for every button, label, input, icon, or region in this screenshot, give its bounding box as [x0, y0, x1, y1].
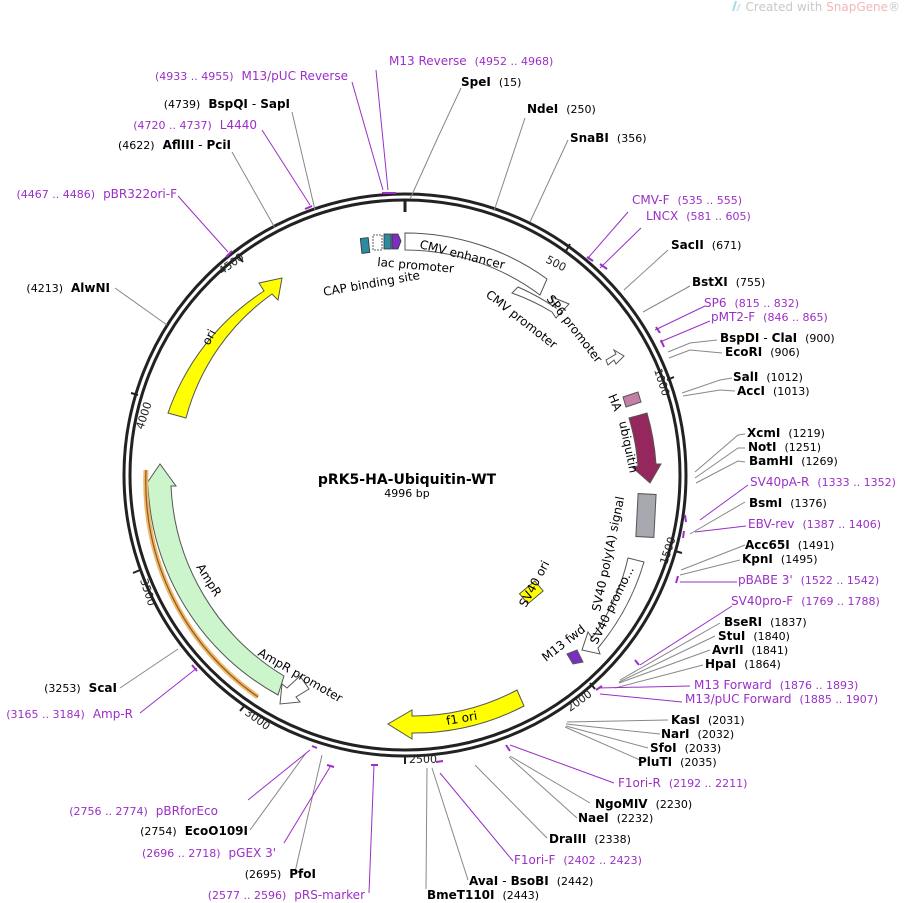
enzyme-label-sfoi: SfoI(2033)	[650, 741, 721, 755]
lac-promoter-mark	[372, 234, 383, 251]
enzyme-label-acci: AccI(1013)	[737, 384, 810, 398]
enzyme-label-avrii: AvrII(1841)	[712, 643, 788, 657]
enzyme-label-kpni: KpnI(1495)	[742, 552, 817, 566]
primer-marks	[191, 192, 687, 768]
enzyme-label-bspdi-clai: BspDI-ClaI(900)	[720, 331, 835, 345]
enzyme-label-avai-bsobi: AvaI-BsoBI(2442)	[469, 874, 593, 888]
snapgene-watermark: Created with SnapGene®	[730, 0, 900, 14]
enzyme-label-ndei: NdeI(250)	[527, 102, 596, 116]
enzyme-leader-lines	[114, 87, 746, 890]
cap-binding-site-mark	[359, 237, 371, 254]
ampr-arrow[interactable]	[144, 463, 285, 696]
ori-arrow[interactable]	[167, 277, 283, 419]
cmv-enhancer-arrow[interactable]	[404, 232, 548, 296]
watermark-prefix: Created with	[745, 0, 827, 14]
ubiquitin-arrow[interactable]	[628, 412, 662, 484]
sv40-promoter-arrow[interactable]	[581, 557, 645, 655]
enzyme-label-pfoi: (2695)PfoI	[245, 867, 316, 881]
enzyme-label-bseri: BseRI(1837)	[724, 615, 807, 629]
primer-label-f1ori-r: F1ori-R(2192 .. 2211)	[618, 776, 747, 790]
tick-label-3500: 3500	[137, 577, 158, 608]
enzyme-label-nari: NarI(2032)	[661, 727, 734, 741]
enzyme-label-hpai: HpaI(1864)	[705, 657, 781, 671]
ampr-highlight-line	[145, 469, 259, 698]
primer-label-sv40pa-r: SV40pA-R(1333 .. 1352)	[750, 475, 896, 489]
primer-label-pbrforeco: (2756 .. 2774)pBRforEco	[69, 804, 218, 818]
plasmid-length: 4996 bp	[384, 487, 429, 500]
enzyme-label-afliii-pcii: (4622)AflIII-PciI	[118, 138, 231, 152]
sv40-polya-box[interactable]	[635, 493, 657, 538]
enzyme-label-acc65i: Acc65I(1491)	[745, 538, 834, 552]
enzyme-label-bsmi: BsmI(1376)	[749, 496, 827, 510]
primer-label-m13-forward: M13 Forward(1876 .. 1893)	[694, 678, 858, 692]
primer-label-m13-puc-forward: M13/pUC Forward(1885 .. 1907)	[685, 692, 878, 706]
ha-tag-mark[interactable]	[622, 391, 642, 408]
enzyme-label-snabi: SnaBI(356)	[570, 131, 647, 145]
snapgene-logo-icon	[731, 1, 741, 11]
primer-label-prs-marker: (2577 .. 2596)pRS-marker	[208, 888, 365, 902]
enzyme-label-spei: SpeI(15)	[461, 75, 521, 89]
sp6-promoter-arrow[interactable]	[605, 348, 625, 366]
enzyme-label-draiii: DraIII(2338)	[549, 832, 631, 846]
enzyme-label-pluti: PluTI(2035)	[638, 755, 717, 769]
primer-label-f1ori-f: F1ori-F(2402 .. 2423)	[514, 853, 642, 867]
f1-ori-arrow[interactable]	[387, 689, 525, 740]
enzyme-label-ngomiv: NgoMIV(2230)	[595, 797, 692, 811]
cap-arrow-mark	[391, 233, 402, 250]
enzyme-label-noti: NotI(1251)	[748, 440, 821, 454]
m13-fwd-mark[interactable]	[566, 649, 584, 665]
primer-label-sp6: SP6(815 .. 832)	[704, 296, 799, 310]
primer-label-sv40pro-f: SV40pro-F(1769 .. 1788)	[731, 594, 880, 608]
tick-label-4000: 4000	[133, 400, 154, 431]
primer-label-m13-reverse: M13 Reverse(4952 .. 4968)	[389, 54, 553, 68]
primer-label-pgex3: (2696 .. 2718)pGEX 3'	[142, 846, 276, 860]
sv40-ori-label: SV40 ori	[516, 558, 552, 609]
enzyme-label-stui: StuI(1840)	[718, 629, 790, 643]
watermark-registered: ®	[888, 0, 900, 14]
primer-label-pmt2-f: pMT2-F(846 .. 865)	[711, 310, 828, 324]
ampr-promoter-arrow[interactable]	[279, 675, 310, 705]
enzyme-label-bstxi: BstXI(755)	[692, 275, 765, 289]
enzyme-label-kasi: KasI(2031)	[671, 713, 745, 727]
enzyme-label-bspqi-sapi: (4739)BspQI-SapI	[164, 97, 290, 111]
ori-label: ori	[199, 327, 219, 347]
cap-binding-site-label: CAP binding site	[322, 268, 421, 299]
enzyme-label-sacii: SacII(671)	[671, 238, 741, 252]
enzyme-label-scai: (3253)ScaI	[44, 681, 117, 695]
lac-promoter-label: lac promoter	[377, 255, 455, 276]
primer-label-pbr322ori-f: (4467 .. 4486)pBR322ori-F	[17, 187, 178, 201]
enzyme-label-xcmi: XcmI(1219)	[747, 426, 825, 440]
feature-cap-lac[interactable]	[359, 233, 402, 254]
tick-label-500: 500	[544, 253, 569, 274]
enzyme-label-bmet110i: BmeT110I(2443)	[427, 888, 539, 902]
ha-label: HA	[605, 392, 625, 414]
cmv-promoter-arrow[interactable]	[511, 286, 570, 319]
primer-label-cmv-f: CMV-F(535 .. 555)	[632, 193, 742, 207]
tick-label-2000: 2000	[564, 687, 594, 714]
primer-label-amp-r: (3165 .. 3184)Amp-R	[6, 707, 133, 721]
primer-leader-lines	[139, 69, 749, 894]
primer-label-lncx: LNCX(581 .. 605)	[646, 209, 751, 223]
sv40-ori-box[interactable]	[518, 580, 544, 605]
enzyme-label-sali: SalI(1012)	[733, 370, 803, 384]
enzyme-label-naei: NaeI(2232)	[578, 811, 653, 825]
tick-label-3000: 3000	[242, 706, 272, 733]
primer-label-m13-puc-reverse: (4933 .. 4955)M13/pUC Reverse	[155, 69, 348, 83]
enzyme-label-ecori: EcoRI(906)	[725, 345, 800, 359]
primer-label-l4440: (4720 .. 4737)L4440	[133, 118, 257, 132]
tick-label-1000: 1000	[651, 367, 672, 398]
lac-operator-mark	[383, 233, 392, 250]
sp6-promoter-label: SP6 promoter	[544, 292, 606, 365]
enzyme-label-alwni: (4213)AlwNI	[26, 281, 110, 295]
plasmid-name: pRK5-HA-Ubiquitin-WT	[318, 472, 497, 488]
primer-label-ebv-rev: EBV-rev(1387 .. 1406)	[748, 517, 881, 531]
enzyme-label-bamhi: BamHI(1269)	[749, 454, 838, 468]
primer-label-pbabe3: pBABE 3'(1522 .. 1542)	[738, 573, 879, 587]
enzyme-label-ecoo109i: (2754)EcoO109I	[140, 824, 248, 838]
f1-ori-label: f1 ori	[445, 709, 478, 728]
watermark-brand: SnapGene	[826, 0, 888, 14]
tick-label-2500: 2500	[409, 753, 437, 766]
tick-marks	[130, 243, 683, 764]
